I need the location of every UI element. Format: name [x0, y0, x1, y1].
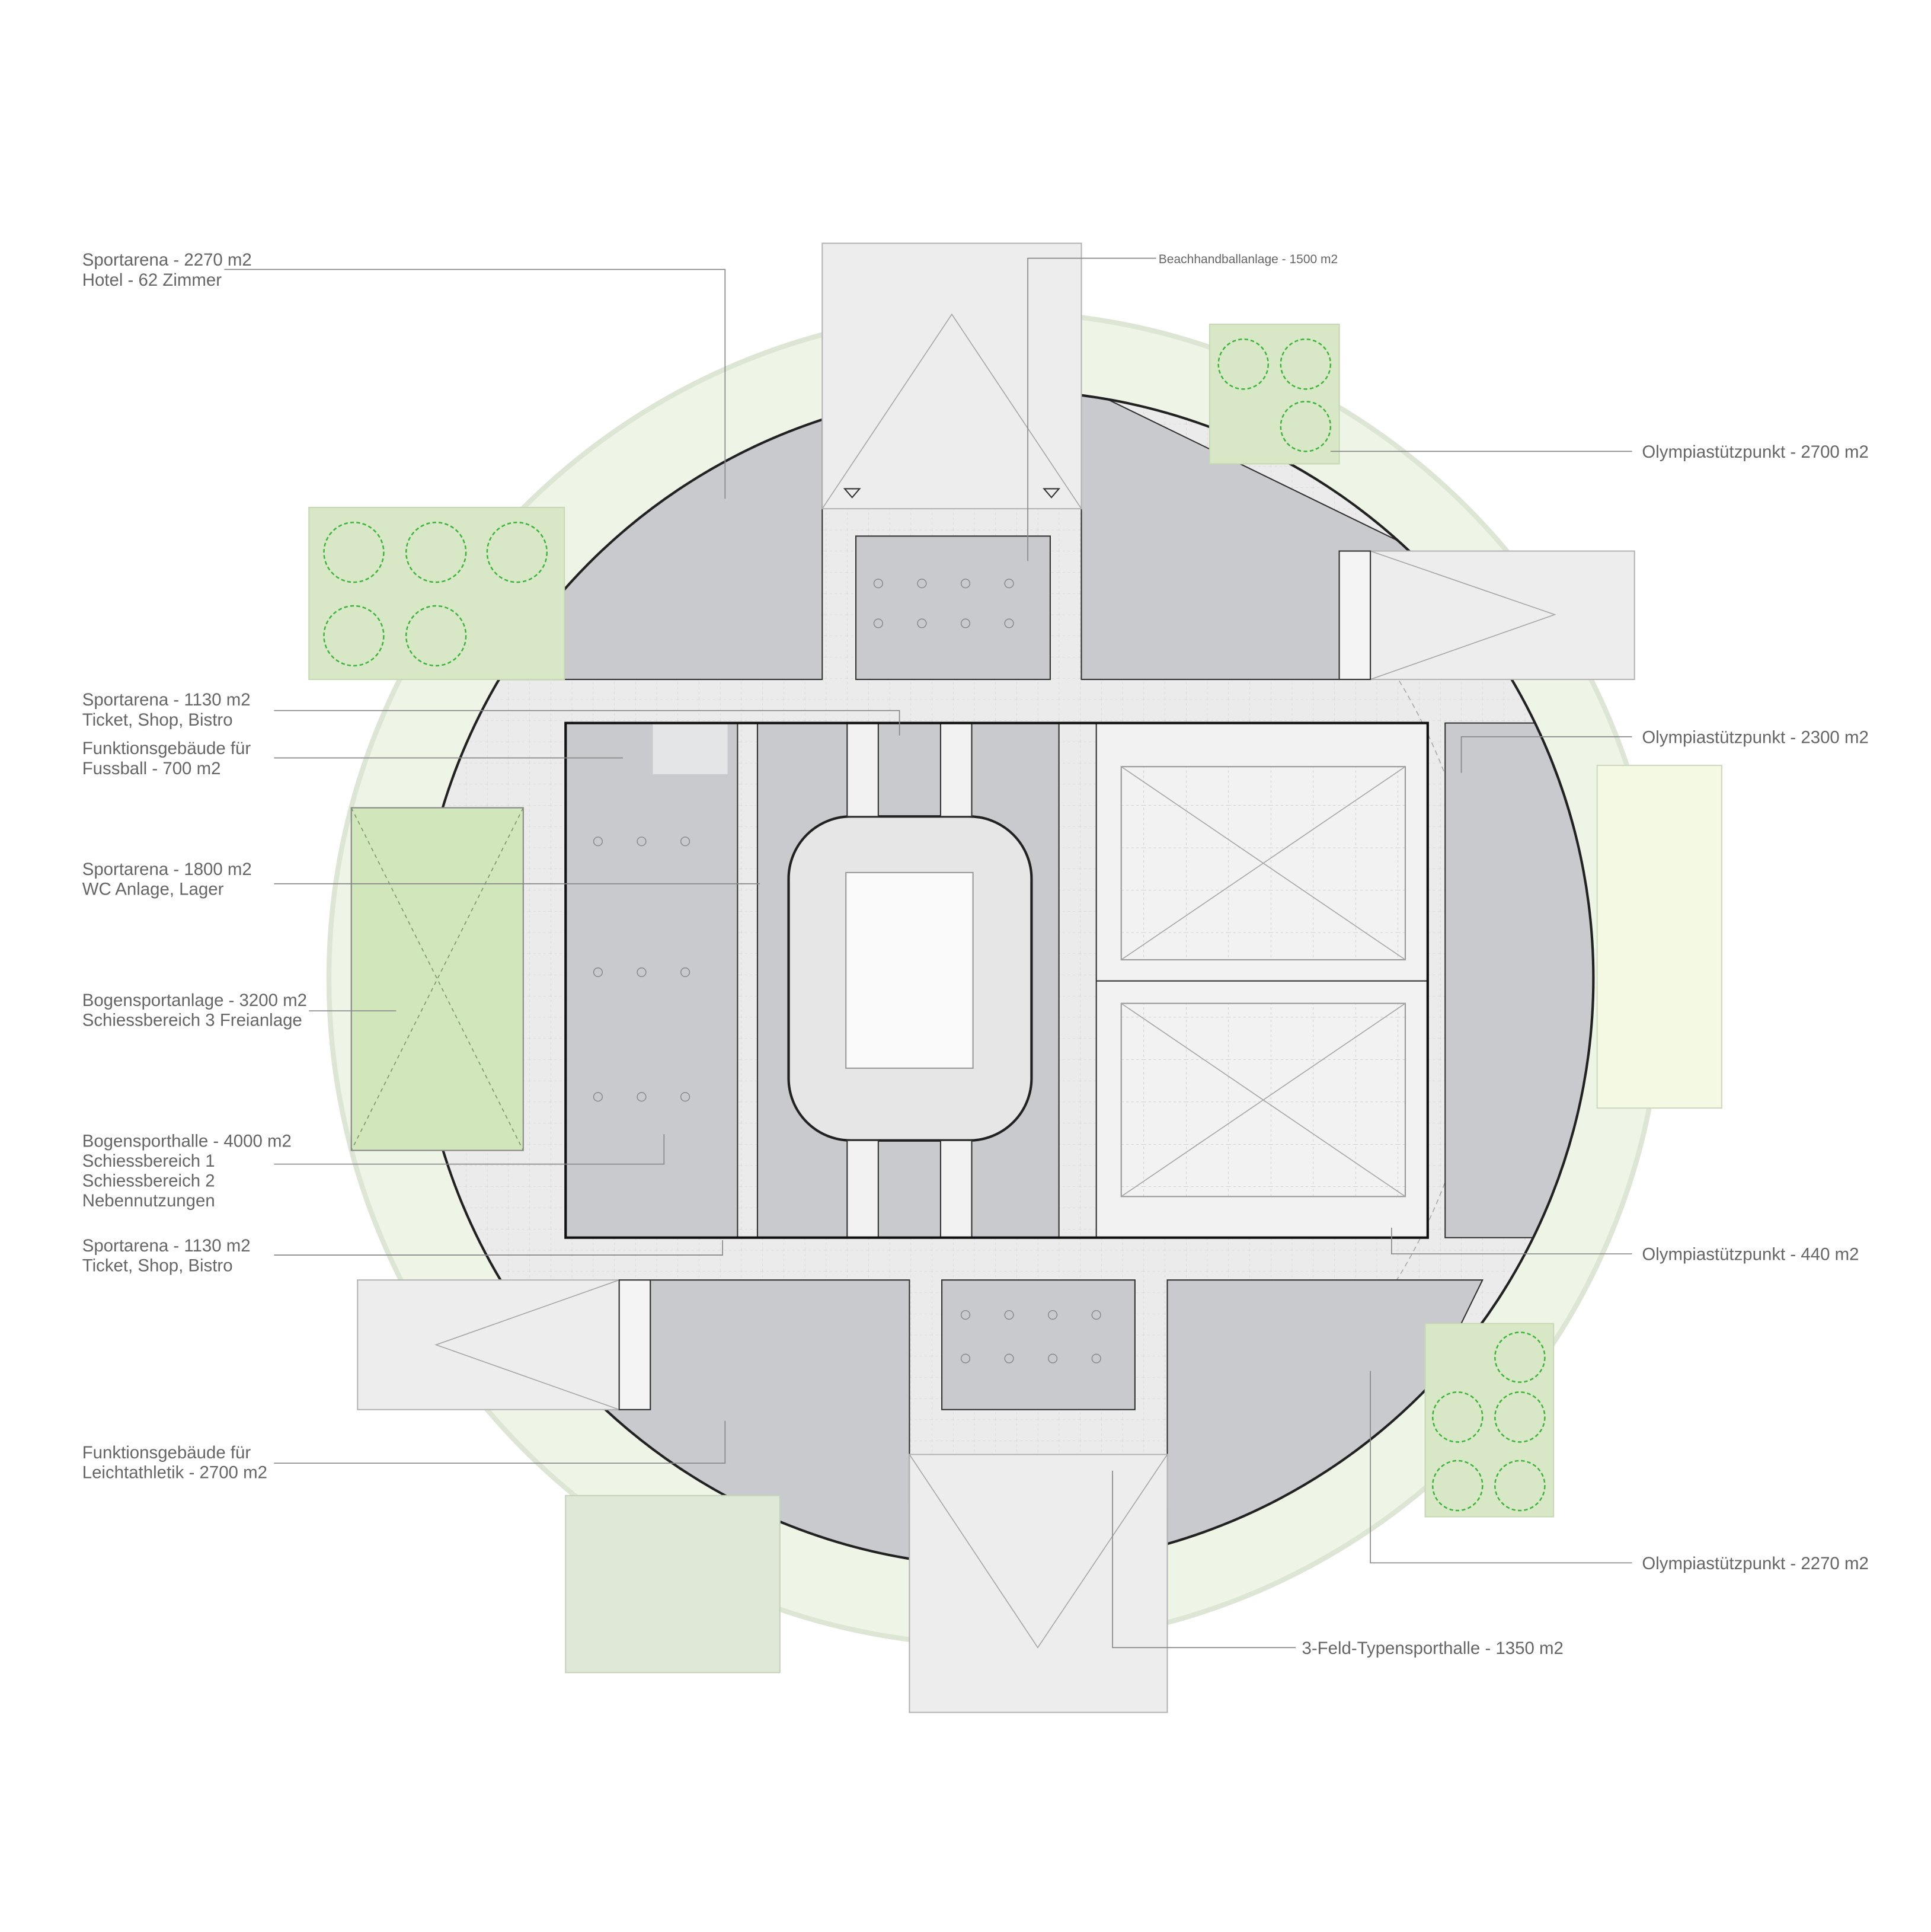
sports-halls	[1095, 722, 1428, 1238]
label-olympia-2700: Olympiastützpunkt - 2700 m2	[1642, 442, 1868, 462]
north-entrance	[821, 242, 1082, 510]
south-entrance	[909, 1454, 1168, 1713]
east-entrance	[1338, 550, 1635, 681]
tree-field-northwest	[308, 506, 565, 681]
label-olympia-440: Olympiastützpunkt - 440 m2	[1642, 1245, 1859, 1264]
bogensporthalle	[565, 722, 738, 1238]
label-typensporthalle: 3-Feld-Typensporthalle - 1350 m2	[1302, 1639, 1564, 1658]
leader-lines	[224, 257, 1632, 1649]
label-beach: Beachhandballanlage - 1500 m2	[1159, 253, 1338, 266]
arena-field	[845, 871, 974, 1069]
east-field	[1596, 765, 1722, 1109]
label-olympia-2300: Olympiastützpunkt - 2300 m2	[1642, 727, 1868, 747]
label-olympia-2270: Olympiastützpunkt - 2270 m2	[1642, 1554, 1868, 1573]
tree-field-southeast	[1424, 1323, 1555, 1518]
southwest-field	[565, 1494, 781, 1674]
tree-field-north	[1209, 323, 1340, 465]
beach-hall	[855, 535, 1051, 681]
columns	[593, 579, 1101, 1363]
typensporthalle	[941, 1279, 1136, 1410]
west-entrance	[357, 1279, 651, 1410]
archery-field	[350, 807, 524, 1151]
